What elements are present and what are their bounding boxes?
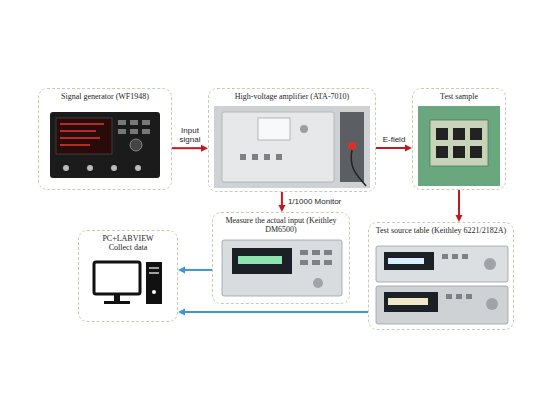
signal-arrow [172, 147, 202, 149]
device-box: Measure the actual input (Keithley DM650… [212, 212, 350, 304]
source-meter-picture [376, 246, 508, 324]
arrow-head [456, 215, 463, 222]
device-box: PC+LABVIEW Collect data [78, 230, 178, 322]
amplifier-picture [214, 106, 370, 188]
node-title: Test sample [417, 92, 501, 101]
signal-arrow [281, 192, 283, 206]
node-title: Test source table (Keithley 6221/2182A) [373, 226, 509, 235]
signal-arrow [376, 147, 406, 149]
arrow-head [201, 145, 208, 152]
signal-arrow [184, 269, 212, 271]
device-box: Signal generator (WF1948) [38, 88, 172, 190]
node-title: High-voltage amplifier (ATA-7010) [213, 92, 371, 101]
computer-icon [94, 262, 162, 304]
signal-arrow [458, 190, 460, 216]
node-title: Signal generator (WF1948) [43, 92, 167, 101]
signal-arrow [184, 311, 368, 313]
edge-label: E-field [377, 135, 411, 144]
device-box: Test source table (Keithley 6221/2182A) [368, 222, 514, 330]
arrow-head [278, 205, 285, 212]
device-box: High-voltage amplifier (ATA-7010) [208, 88, 376, 192]
multimeter-picture [222, 240, 342, 296]
edge-label: 1/1000 Monitor [287, 197, 342, 206]
test-sample-picture [418, 106, 500, 186]
arrow-head [405, 145, 412, 152]
arrow-head [178, 266, 185, 273]
edge-label: Input signal [173, 126, 207, 144]
signal-generator-picture [50, 112, 160, 178]
device-box: Test sample [412, 88, 506, 190]
arrow-head [178, 308, 185, 315]
node-title: PC+LABVIEW Collect data [97, 234, 159, 252]
node-title: Measure the actual input (Keithley DM650… [217, 216, 345, 234]
